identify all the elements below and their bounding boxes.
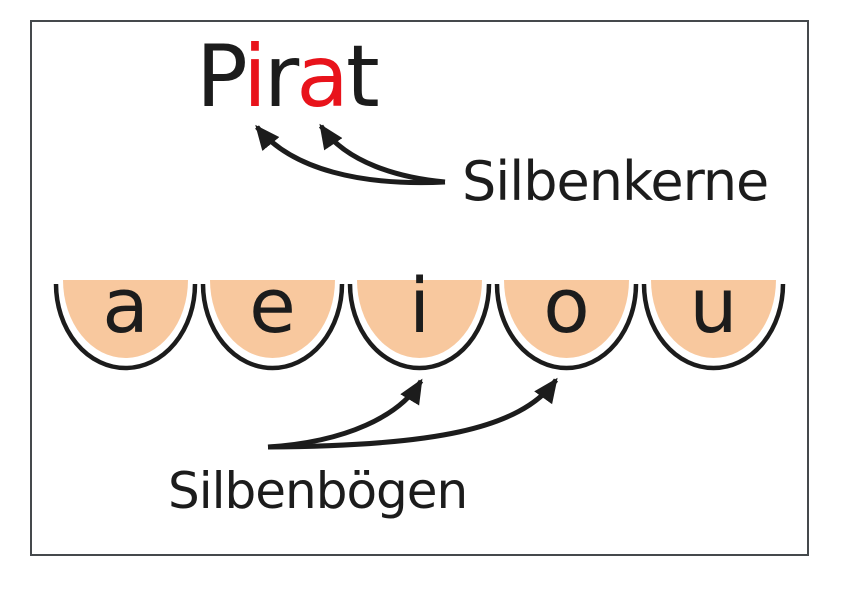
example-word: Pirat bbox=[196, 34, 380, 120]
syllable-arc-a: a bbox=[52, 268, 199, 372]
arc-outline bbox=[494, 283, 639, 371]
arc-fill-shape bbox=[651, 280, 776, 358]
syllable-arc-i: i bbox=[346, 268, 493, 372]
syllable-arc-e: e bbox=[199, 268, 346, 372]
arc-outline bbox=[641, 283, 786, 371]
arc-shape bbox=[200, 280, 345, 371]
arc-shape bbox=[641, 280, 786, 371]
syllable-arc-o: o bbox=[493, 268, 640, 372]
word-letter: t bbox=[345, 27, 380, 127]
arc-fill-shape bbox=[357, 280, 482, 358]
label-syllable-cores: Silbenkerne bbox=[462, 150, 769, 213]
arc-outline bbox=[347, 283, 492, 371]
vowel-letter: a bbox=[102, 261, 149, 350]
word-letter-highlighted: a bbox=[296, 27, 349, 127]
vowel-letter: o bbox=[543, 261, 590, 350]
word-letter: P bbox=[196, 27, 246, 127]
arc-fill-shape bbox=[504, 280, 629, 358]
vowel-letter: u bbox=[689, 261, 738, 350]
vowel-letter: e bbox=[249, 261, 296, 350]
frame-border bbox=[30, 20, 809, 556]
vowel-letter: i bbox=[408, 261, 431, 350]
arc-fill-shape bbox=[210, 280, 335, 358]
word-letter: r bbox=[263, 27, 299, 127]
vowel-arc-row: a e i o bbox=[52, 268, 787, 372]
arc-shape bbox=[347, 280, 492, 371]
arc-fill-shape bbox=[63, 280, 188, 358]
label-syllable-arcs: Silbenbögen bbox=[168, 462, 468, 520]
arc-shape bbox=[53, 280, 198, 371]
arc-shape bbox=[494, 280, 639, 371]
arc-outline bbox=[53, 283, 198, 371]
word-letter-highlighted: i bbox=[242, 27, 267, 127]
syllable-arc-u: u bbox=[640, 268, 787, 372]
arc-outline bbox=[200, 283, 345, 371]
